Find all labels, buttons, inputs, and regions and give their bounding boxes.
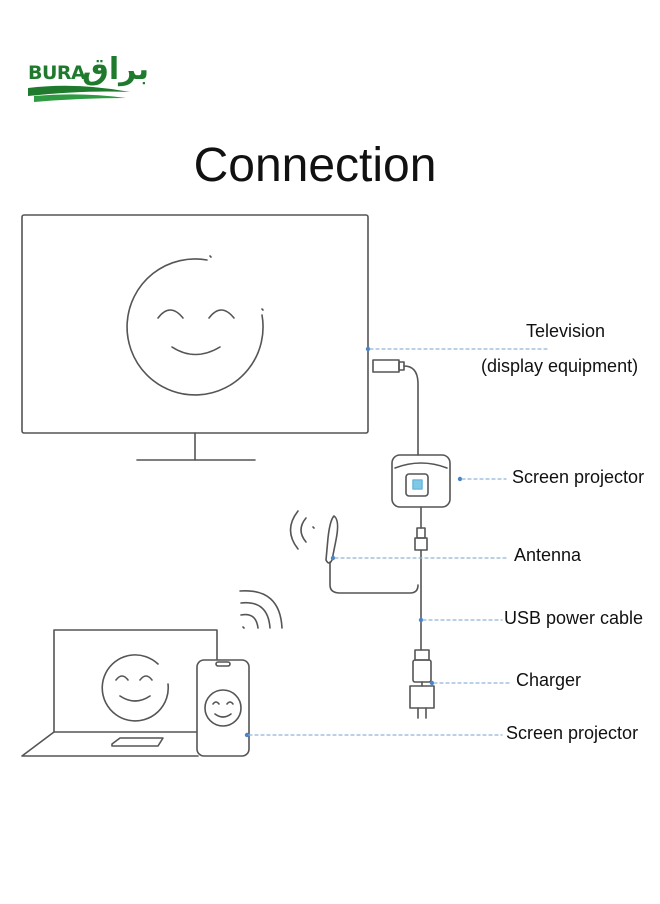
brand-logo: BURA براق [26, 52, 149, 108]
label-screen-projector-source: Screen projector [506, 723, 639, 743]
label-usb-power-cable: USB power cable [504, 608, 644, 628]
tv-smiley-icon [126, 255, 264, 396]
page-title: Connection [193, 139, 437, 192]
label-charger: Charger [516, 670, 582, 690]
television [21, 214, 371, 461]
label-television: Television [526, 321, 606, 341]
hdmi-cable [372, 359, 419, 456]
wifi-signal-icon [239, 590, 283, 629]
label-screen-projector-dongle: Screen projector [512, 467, 645, 487]
laptop-smiley-icon [101, 654, 170, 722]
label-antenna: Antenna [514, 545, 582, 565]
laptop [21, 629, 218, 757]
phone-smiley-icon [204, 689, 242, 727]
label-display-equipment: (display equipment) [481, 356, 639, 376]
charger [409, 649, 435, 719]
usb-power-cable [414, 506, 428, 651]
brand-wing-icon [28, 85, 130, 102]
leader-lines [248, 348, 549, 736]
antenna [289, 510, 419, 594]
screen-projector-dongle [391, 454, 463, 508]
brand-arabic: براق [82, 52, 150, 87]
phone [196, 659, 250, 757]
brand-latin: BURA [28, 62, 86, 84]
